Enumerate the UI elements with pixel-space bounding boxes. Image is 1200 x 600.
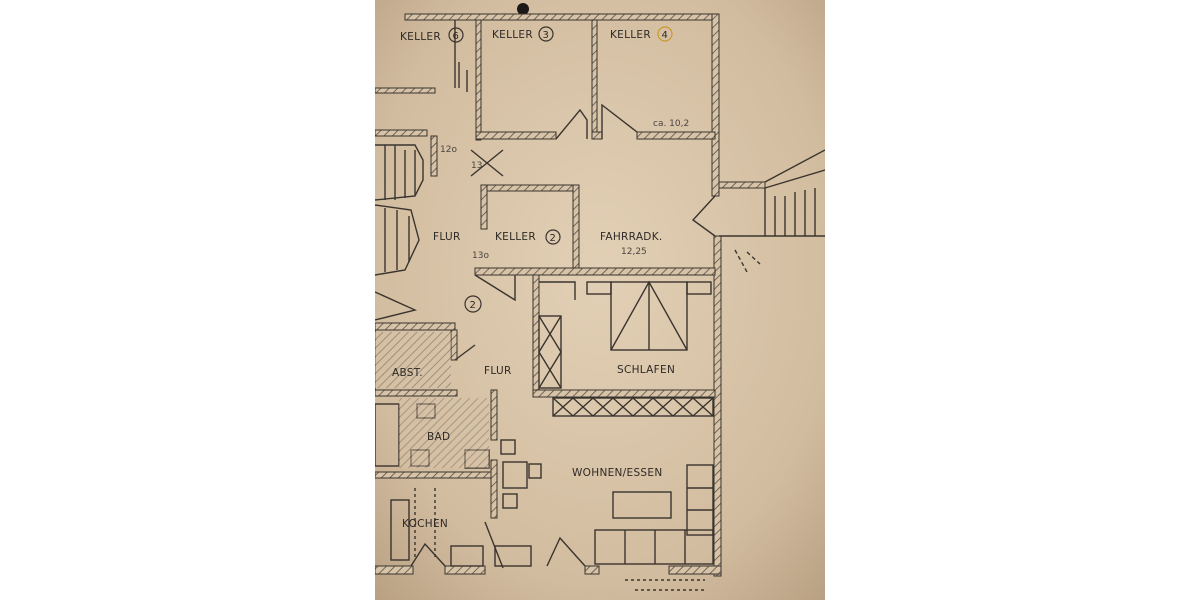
step-label-b: 13 (471, 161, 482, 171)
step-label-a: 12o (440, 145, 457, 155)
room-label-keller-2: KELLER (495, 231, 536, 243)
bad-hatch (399, 398, 489, 468)
room-label-flur-upper: FLUR (433, 231, 461, 243)
abst-hatch (375, 332, 451, 388)
step-label-c: 13o (472, 251, 489, 261)
room-label-keller-4: KELLER (610, 29, 651, 41)
room-label-keller-6: KELLER (400, 31, 441, 43)
circled-numbers (448, 26, 673, 313)
keller-2-number: 2 (550, 233, 556, 244)
flur-number: 2 (470, 300, 476, 311)
keller-3-number: 3 (543, 30, 549, 41)
floor-plan-drawing: KELLER KELLER KELLER KELLER FAHRRADK. FL… (375, 0, 825, 600)
punch-hole (517, 3, 529, 15)
room-label-fahrradk: FAHRRADK. (600, 231, 663, 243)
room-label-flur-lower: FLUR (484, 365, 512, 377)
room-label-wohnen-essen: WOHNEN/ESSEN (572, 467, 662, 479)
room-label-keller-3: KELLER (492, 29, 533, 41)
paper-background (375, 0, 825, 600)
walls (375, 13, 766, 577)
floor-plan-sheet: KELLER KELLER KELLER KELLER FAHRRADK. FL… (375, 0, 825, 600)
area-keller-4: ca. 10,2 (653, 119, 689, 129)
room-label-schlafen: SCHLAFEN (617, 364, 675, 376)
room-label-kochen: KOCHEN (402, 518, 448, 530)
keller-6-number: 6 (453, 31, 459, 42)
area-fahrradk: 12,25 (621, 247, 647, 257)
room-label-abst: ABST. (392, 367, 423, 379)
keller-4-number: 4 (662, 30, 668, 41)
room-label-bad: BAD (427, 431, 450, 443)
